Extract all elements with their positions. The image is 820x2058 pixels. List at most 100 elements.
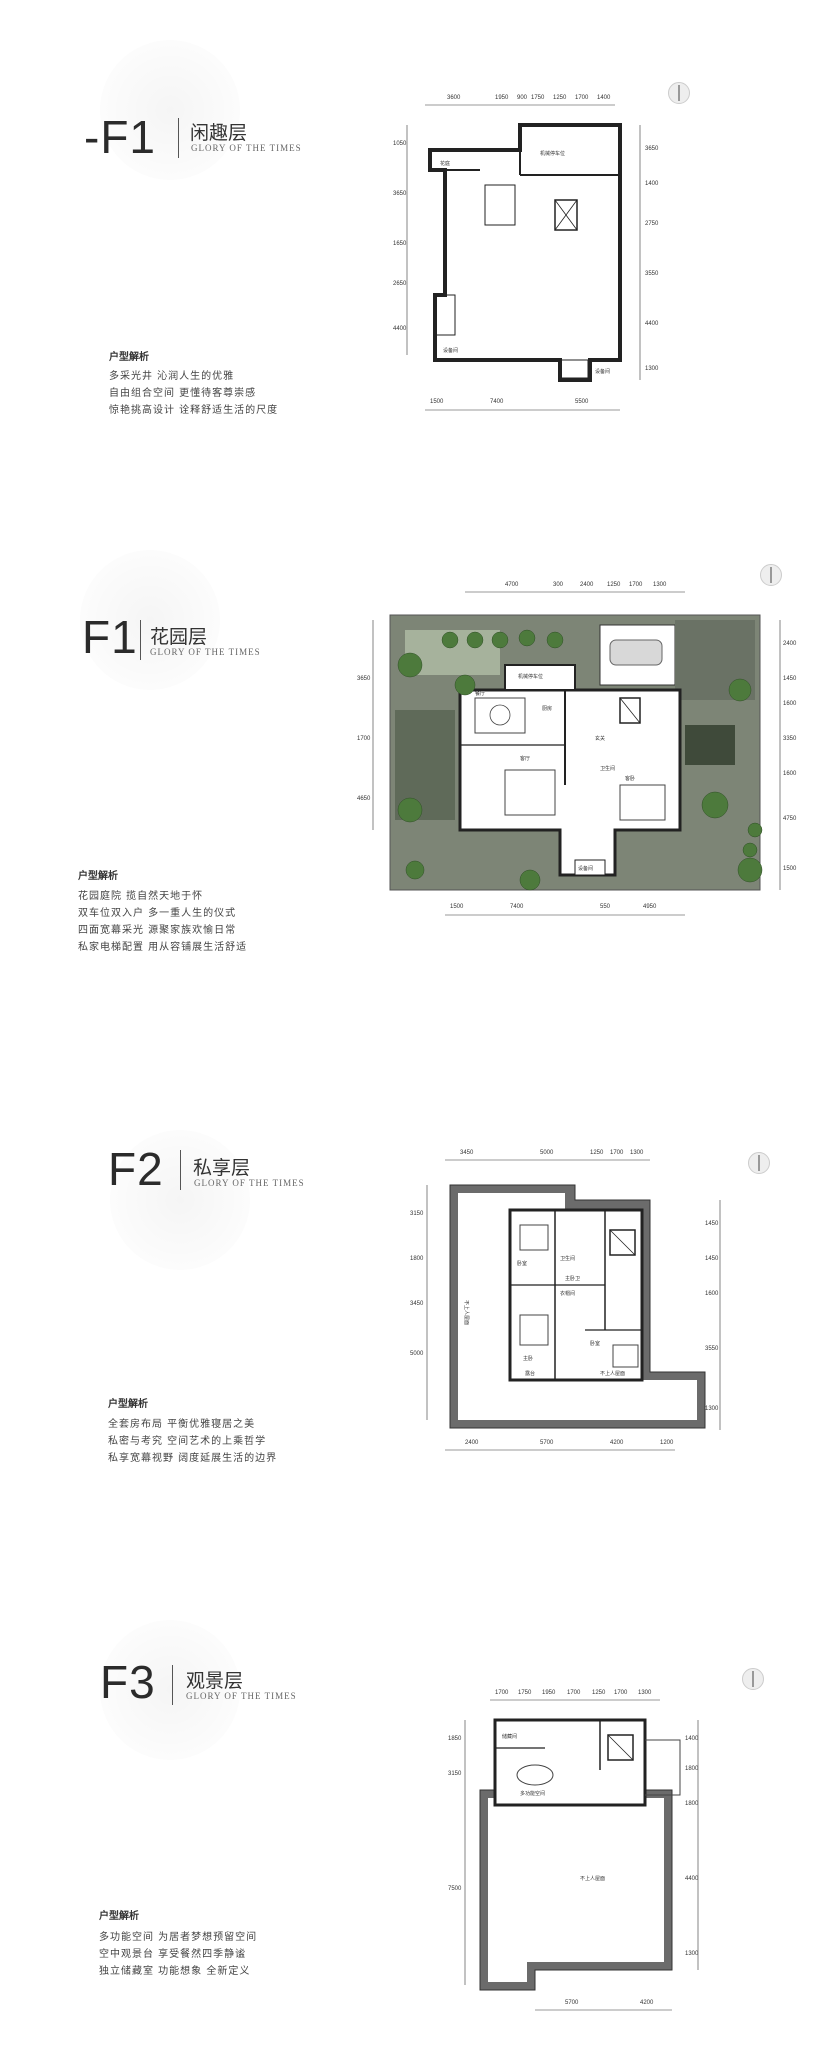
floor-name: 花园层 bbox=[150, 626, 208, 648]
dim-label: 1500 bbox=[430, 399, 444, 405]
dim-label: 3450 bbox=[460, 1150, 474, 1156]
room-label: 厨房 bbox=[542, 705, 552, 712]
dim-label: 3450 bbox=[410, 1301, 424, 1307]
dim-label: 1700 bbox=[575, 95, 589, 101]
dim-label: 1250 bbox=[607, 582, 621, 588]
dim-label: 1400 bbox=[645, 181, 659, 187]
dim-label: 7500 bbox=[448, 1886, 462, 1892]
dim-label: 1700 bbox=[614, 1690, 628, 1696]
title-divider bbox=[140, 620, 141, 660]
dim-label: 1300 bbox=[645, 366, 659, 372]
analysis-line: 多功能空间 为居者梦想预留空间 bbox=[99, 1932, 258, 1943]
room-label: 设备间 bbox=[595, 368, 610, 375]
dim-label: 4200 bbox=[610, 1440, 624, 1446]
decorative-watermark bbox=[100, 1620, 240, 1760]
dim-label: 4950 bbox=[643, 904, 657, 910]
dim-label: 1300 bbox=[630, 1150, 644, 1156]
dim-label: 1300 bbox=[653, 582, 667, 588]
dim-label: 4400 bbox=[645, 321, 659, 327]
analysis-line: 私密与考究 空间艺术的上乘哲学 bbox=[108, 1436, 267, 1447]
dim-label: 2650 bbox=[393, 281, 407, 287]
floor-subtitle: GLORY OF THE TIMES bbox=[150, 647, 261, 657]
dim-label: 5700 bbox=[540, 1440, 554, 1446]
room-label: 设备间 bbox=[578, 865, 593, 872]
dim-label: 1700 bbox=[357, 736, 371, 742]
floor-name: 观景层 bbox=[186, 1670, 244, 1692]
dim-label: 550 bbox=[600, 904, 611, 910]
dim-label: 2400 bbox=[465, 1440, 479, 1446]
dim-label: 1700 bbox=[567, 1690, 581, 1696]
dim-label: 1750 bbox=[518, 1690, 532, 1696]
floor-code: F2 bbox=[108, 1143, 164, 1195]
dim-label: 1600 bbox=[783, 771, 797, 777]
dim-label: 1800 bbox=[685, 1801, 699, 1807]
room-label: 储藏间 bbox=[502, 1733, 517, 1740]
dim-label: 1050 bbox=[393, 141, 407, 147]
floor-name: 私享层 bbox=[193, 1157, 251, 1179]
floor-section-f3: F3 观景层 GLORY OF THE TIMES 户型解析 多功能空间 为居者… bbox=[0, 1620, 820, 2058]
dim-label: 1450 bbox=[705, 1221, 719, 1227]
analysis-title: 户型解析 bbox=[78, 871, 118, 882]
analysis-line: 花园庭院 揽自然天地于怀 bbox=[78, 891, 204, 902]
analysis-title: 户型解析 bbox=[109, 352, 149, 363]
floor-code: F3 bbox=[100, 1656, 156, 1708]
room-label: 卫生间 bbox=[600, 765, 615, 772]
dim-label: 1650 bbox=[393, 241, 407, 247]
analysis-line: 四面宽幕采光 源聚家族欢愉日常 bbox=[78, 925, 237, 936]
dim-label: 3650 bbox=[645, 146, 659, 152]
compass-icon bbox=[742, 1668, 764, 1690]
dim-label: 3150 bbox=[410, 1211, 424, 1217]
dim-label: 1950 bbox=[542, 1690, 556, 1696]
dim-label: 3150 bbox=[448, 1771, 462, 1777]
room-label: 主卧 bbox=[523, 1355, 533, 1362]
room-label: 机械停车位 bbox=[518, 673, 543, 680]
floor-name: 闲趣层 bbox=[190, 122, 248, 144]
analysis-line: 自由组合空间 更懂待客尊崇感 bbox=[109, 388, 257, 399]
dim-label: 900 bbox=[517, 95, 528, 101]
floor-plan-b1: 3600 1950 900 1750 1250 1700 1400 花庭 机械停… bbox=[393, 95, 659, 411]
dim-label: 3550 bbox=[705, 1346, 719, 1352]
analysis-line: 私享宽幕视野 阔度延展生活的边界 bbox=[108, 1453, 278, 1464]
dim-label: 4650 bbox=[357, 796, 371, 802]
analysis-line: 多采光井 沁润人生的优雅 bbox=[109, 371, 235, 382]
dim-label: 1750 bbox=[531, 95, 545, 101]
room-label: 露台 bbox=[525, 1370, 535, 1377]
floor-section-f1: F1 花园层 GLORY OF THE TIMES 户型解析 花园庭院 揽自然天… bbox=[0, 530, 820, 1000]
dim-label: 5500 bbox=[575, 399, 589, 405]
analysis-line: 私家电梯配置 用从容铺展生活舒适 bbox=[78, 942, 248, 953]
compass-icon bbox=[748, 1152, 770, 1174]
analysis-title: 户型解析 bbox=[99, 1911, 139, 1922]
room-label: 餐厅 bbox=[475, 690, 485, 697]
dim-label: 4750 bbox=[783, 816, 797, 822]
room-label: 不上人屋面 bbox=[463, 1300, 470, 1325]
dim-label: 1600 bbox=[783, 701, 797, 707]
room-label: 卧室 bbox=[590, 1340, 600, 1347]
dim-label: 1850 bbox=[448, 1736, 462, 1742]
analysis-line: 全套房布局 平衡优雅寝居之美 bbox=[108, 1419, 256, 1430]
dim-label: 3550 bbox=[645, 271, 659, 277]
title-divider bbox=[178, 118, 179, 158]
room-label: 不上人屋面 bbox=[580, 1875, 605, 1882]
dim-label: 3600 bbox=[447, 95, 461, 101]
floor-subtitle: GLORY OF THE TIMES bbox=[186, 1691, 297, 1701]
dim-label: 4400 bbox=[685, 1876, 699, 1882]
dim-label: 1400 bbox=[597, 95, 611, 101]
dim-label: 3650 bbox=[357, 676, 371, 682]
dim-label: 4700 bbox=[505, 582, 519, 588]
room-label: 客卧 bbox=[625, 775, 635, 782]
floor-section-f2: F2 私享层 GLORY OF THE TIMES 户型解析 全套房布局 平衡优… bbox=[0, 1110, 820, 1550]
floor-section-b1: -F1 闲趣层 GLORY OF THE TIMES 户型解析 多采光井 沁润人… bbox=[0, 0, 820, 470]
dim-label: 1250 bbox=[592, 1690, 606, 1696]
title-divider bbox=[180, 1150, 181, 1190]
dim-label: 1500 bbox=[783, 866, 797, 872]
dim-label: 2400 bbox=[783, 641, 797, 647]
room-label: 不上人屋面 bbox=[600, 1370, 625, 1377]
dim-label: 1300 bbox=[685, 1951, 699, 1957]
dim-label: 4400 bbox=[393, 326, 407, 332]
room-label: 卫生间 bbox=[560, 1255, 575, 1262]
room-label: 卧室 bbox=[517, 1260, 527, 1267]
dim-label: 3650 bbox=[393, 191, 407, 197]
floor-code: F1 bbox=[82, 611, 138, 663]
room-label: 设备间 bbox=[443, 347, 458, 354]
dim-label: 1500 bbox=[450, 904, 464, 910]
